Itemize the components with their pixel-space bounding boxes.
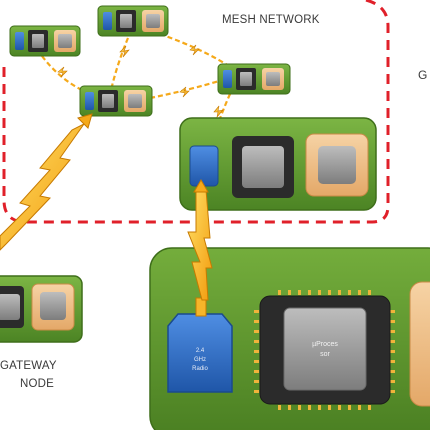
gateway-label-line1: GATEWAY — [0, 360, 57, 372]
arrowhead-icon — [193, 179, 209, 193]
wireless-link-gateway — [0, 113, 93, 251]
link-n3-n4 — [149, 78, 223, 100]
gateway-node-board — [0, 275, 83, 343]
link-n2-n3 — [110, 37, 130, 87]
mcu-chip-line1: µProces — [312, 341, 338, 348]
link-bolt-icons — [57, 44, 224, 119]
mesh-node-3 — [79, 85, 153, 117]
gateway-label-line2: NODE — [20, 378, 55, 390]
small-bolt-icon — [119, 45, 130, 58]
mesh-boundary — [2, 0, 390, 224]
chip-pins — [254, 290, 395, 410]
small-bolt-icon — [213, 105, 224, 119]
lightning-bolt-icon — [0, 123, 85, 251]
node-radio-chip — [223, 70, 232, 88]
wireless-link-radio — [187, 179, 213, 301]
node-radio-chip — [85, 92, 94, 110]
radio-chip-line1: 2.4 — [196, 348, 205, 354]
small-bolt-icon — [57, 66, 68, 78]
arrowhead-icon — [77, 113, 93, 129]
large-node-board: 2.4 GHz Radio — [149, 247, 430, 430]
node-radio-chip — [103, 12, 112, 30]
small-bolt-icon — [179, 86, 190, 98]
mcu-chip-line2: sor — [320, 351, 330, 358]
radio-chip: 2.4 GHz Radio — [167, 297, 233, 393]
microprocessor-chip: µProces sor — [254, 290, 395, 410]
mesh-network-title: MESH NETWORK — [222, 14, 320, 26]
mesh-node-1 — [9, 25, 81, 57]
mesh-node-5 — [179, 117, 377, 211]
edge-clipped-label: G — [418, 68, 428, 82]
radio-chip-line2: GHz — [194, 357, 206, 363]
large-peripheral — [409, 281, 430, 407]
mesh-node-4 — [217, 63, 291, 95]
node-radio-chip — [189, 145, 219, 187]
node-radio-chip — [15, 32, 24, 50]
small-bolt-icon — [189, 44, 200, 56]
radio-chip-line3: Radio — [192, 366, 208, 372]
mesh-node-2 — [97, 5, 169, 37]
lightning-bolt-icon — [187, 189, 213, 301]
